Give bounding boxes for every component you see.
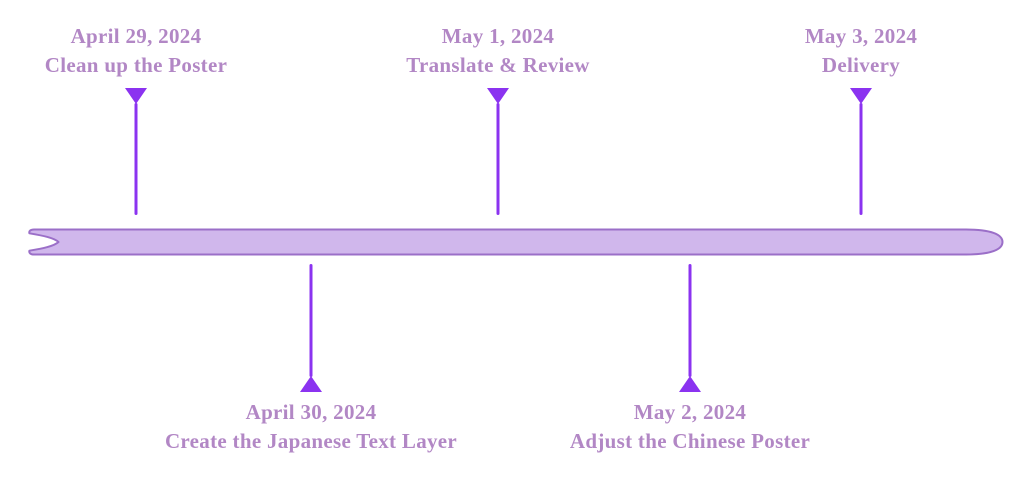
pin-line bbox=[688, 264, 692, 377]
triangle-up-marker-icon bbox=[679, 376, 701, 392]
milestone-label: May 2, 2024 Adjust the Chinese Poster bbox=[570, 398, 810, 456]
triangle-up-marker-icon bbox=[300, 376, 322, 392]
pin-line bbox=[309, 264, 313, 377]
triangle-down-marker-icon bbox=[125, 88, 147, 104]
pin-line bbox=[134, 103, 138, 215]
pin-line bbox=[496, 103, 500, 215]
milestone-label: May 1, 2024 Translate & Review bbox=[406, 22, 589, 80]
triangle-down-marker-icon bbox=[487, 88, 509, 104]
milestone-date: May 2, 2024 bbox=[633, 400, 747, 424]
timeline-bar-shape bbox=[28, 228, 1004, 256]
milestone-label: April 30, 2024 Create the Japanese Text … bbox=[165, 398, 457, 456]
milestone-title: Create the Japanese Text Layer bbox=[164, 429, 458, 453]
milestone-date: April 29, 2024 bbox=[70, 24, 202, 48]
triangle-down-marker-icon bbox=[850, 88, 872, 104]
milestone-label: April 29, 2024 Clean up the Poster bbox=[45, 22, 227, 80]
milestone-title: Clean up the Poster bbox=[44, 53, 228, 77]
milestone-title: Adjust the Chinese Poster bbox=[569, 429, 811, 453]
milestone-date: April 30, 2024 bbox=[245, 400, 377, 424]
milestone-date: May 3, 2024 bbox=[804, 24, 918, 48]
milestone-date: May 1, 2024 bbox=[441, 24, 555, 48]
milestone-label: May 3, 2024 Delivery bbox=[805, 22, 917, 80]
milestone-title: Delivery bbox=[821, 53, 901, 77]
milestone-title: Translate & Review bbox=[406, 53, 590, 77]
pin-line bbox=[859, 103, 863, 215]
